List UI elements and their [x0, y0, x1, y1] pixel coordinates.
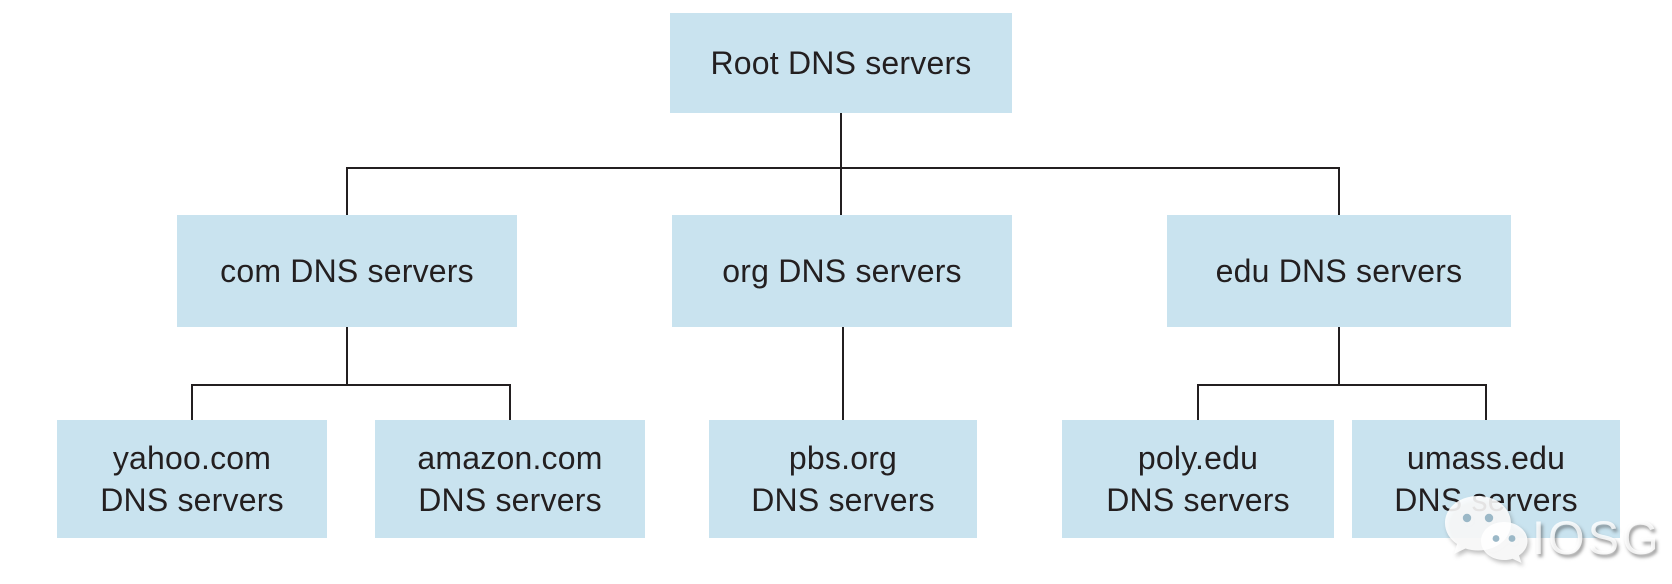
- connector-drop-amazon: [509, 384, 511, 420]
- connector-drop-edu: [1338, 167, 1340, 215]
- node-label-line1: amazon.com: [417, 440, 603, 476]
- node-pbs-dns-servers: pbs.org DNS servers: [709, 420, 977, 538]
- node-amazon-dns-servers: amazon.com DNS servers: [375, 420, 645, 538]
- connector-drop-com: [346, 167, 348, 215]
- node-label-line2: DNS servers: [751, 482, 935, 518]
- node-root-dns-servers: Root DNS servers: [670, 13, 1012, 113]
- connector-com-bus: [191, 384, 511, 386]
- connector-edu-bus: [1197, 384, 1487, 386]
- node-label-line2: DNS servers: [418, 482, 602, 518]
- connector-drop-org: [840, 167, 842, 215]
- node-yahoo-dns-servers: yahoo.com DNS servers: [57, 420, 327, 538]
- connector-edu-vertical: [1338, 327, 1340, 386]
- node-label-line1: pbs.org: [788, 440, 898, 476]
- node-poly-dns-servers: poly.edu DNS servers: [1062, 420, 1334, 538]
- node-label-line2: DNS servers: [1394, 482, 1578, 518]
- node-label: org DNS servers: [722, 253, 962, 289]
- node-label-line1: umass.edu: [1406, 440, 1566, 476]
- node-label: edu DNS servers: [1215, 253, 1463, 289]
- connector-level1-bus: [346, 167, 1340, 169]
- connector-com-vertical: [346, 327, 348, 386]
- connector-root-vertical: [840, 113, 842, 169]
- connector-org-vertical: [842, 327, 844, 420]
- node-org-dns-servers: org DNS servers: [672, 215, 1012, 327]
- node-label-line2: DNS servers: [1106, 482, 1290, 518]
- node-label: com DNS servers: [220, 253, 474, 289]
- node-label-line2: DNS servers: [100, 482, 284, 518]
- node-label-line1: poly.edu: [1137, 440, 1259, 476]
- node-label: Root DNS servers: [710, 45, 972, 81]
- connector-drop-umass: [1485, 384, 1487, 420]
- connector-drop-yahoo: [191, 384, 193, 420]
- node-umass-dns-servers: umass.edu DNS servers: [1352, 420, 1620, 538]
- node-com-dns-servers: com DNS servers: [177, 215, 517, 327]
- node-label-line1: yahoo.com: [112, 440, 272, 476]
- connector-drop-poly: [1197, 384, 1199, 420]
- node-edu-dns-servers: edu DNS servers: [1167, 215, 1511, 327]
